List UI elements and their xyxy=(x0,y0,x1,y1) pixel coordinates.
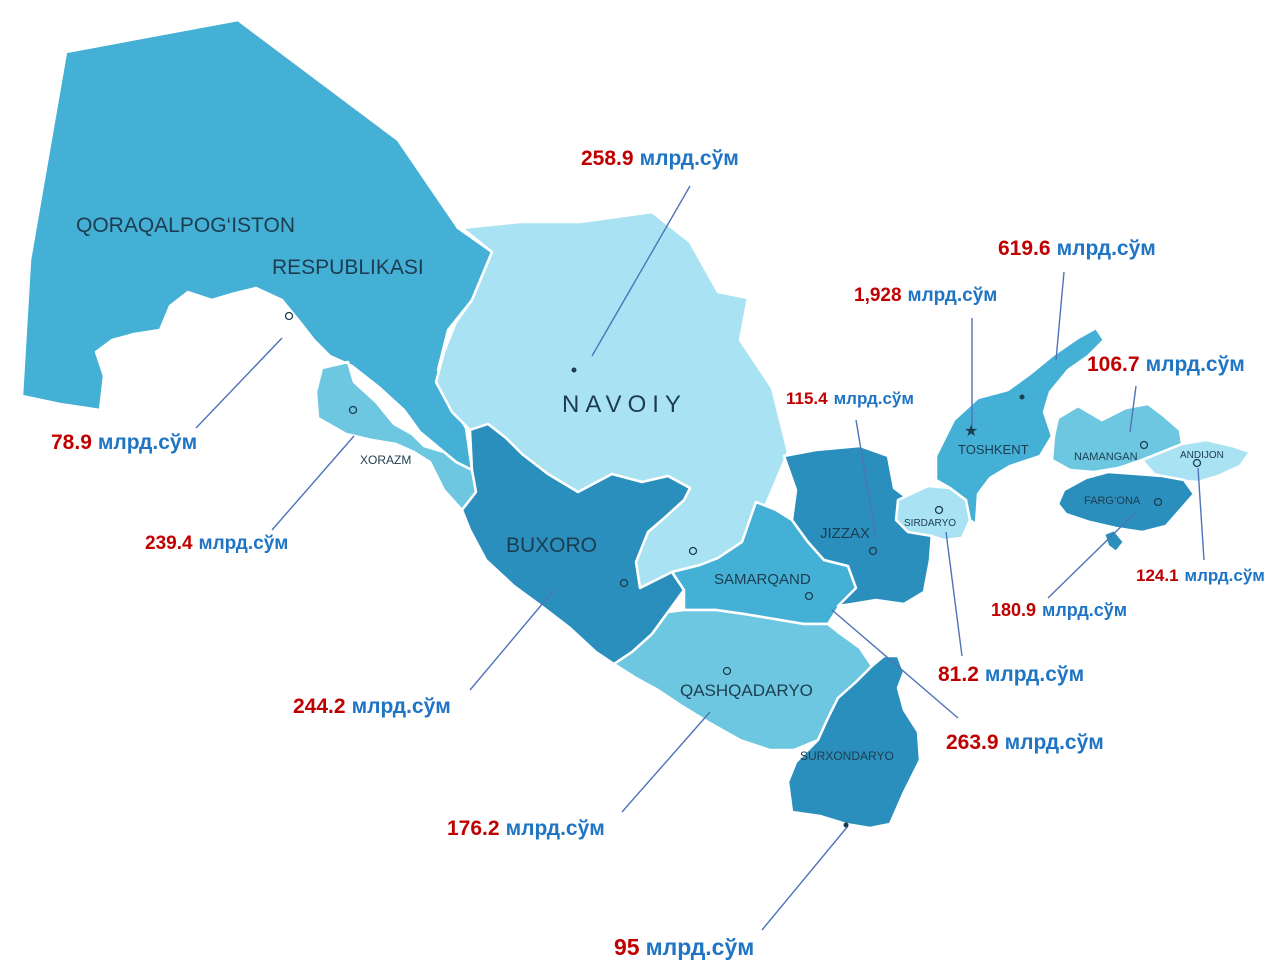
name-toshkent: TOSHKENT xyxy=(958,442,1029,457)
unit-samarqand: млрд.сўм xyxy=(1004,731,1104,754)
leader-sirdaryo xyxy=(945,531,963,657)
name-andijon: ANDIJON xyxy=(1180,450,1224,461)
leader-fargona xyxy=(1047,513,1135,599)
marker-toshkent-viloyati xyxy=(1019,394,1025,400)
leader-toshkent-viloyati xyxy=(1055,271,1065,361)
leader-surxondaryo xyxy=(761,825,849,931)
marker-urganch xyxy=(348,405,358,415)
unit-fargona: млрд.сўм xyxy=(1042,600,1128,620)
marker-nukus xyxy=(284,311,294,321)
unit-surxondaryo: млрд.сўм xyxy=(645,934,755,960)
name-navoiy: NAVOIY xyxy=(562,391,687,418)
leader-lines xyxy=(195,185,1205,931)
value-qoraqalpogiston: 78.9 xyxy=(51,431,92,454)
value-samarqand: 263.9 xyxy=(946,731,999,754)
unit-toshkent-viloyati: млрд.сўм xyxy=(1056,237,1156,260)
marker-samarqand xyxy=(804,591,814,601)
name-namangan: NAMANGAN xyxy=(1074,451,1138,463)
unit-andijon: млрд.сўм xyxy=(1184,566,1265,585)
name-fargona: FARG‘ONA xyxy=(1084,495,1141,507)
leader-namangan xyxy=(1129,385,1137,433)
name-sirdaryo: SIRDARYO xyxy=(904,518,956,529)
value-label-jizzax: 115.4 млрд.сўм xyxy=(786,390,914,407)
value-fargona: 180.9 xyxy=(991,600,1037,620)
unit-sirdaryo: млрд.сўм xyxy=(984,663,1085,686)
leader-qoraqalpogiston xyxy=(195,337,283,429)
region-sirdaryo[interactable] xyxy=(894,484,972,542)
unit-xorazm: млрд.сўм xyxy=(198,533,289,554)
value-navoiy: 258.9 xyxy=(581,147,634,170)
marker-navoiy xyxy=(571,367,577,373)
unit-toshkent: млрд.сўм xyxy=(907,285,998,306)
marker-jizzax xyxy=(868,546,878,556)
leader-samarqand xyxy=(831,609,959,719)
unit-navoiy: млрд.сўм xyxy=(639,147,739,170)
value-buxoro: 244.2 xyxy=(293,695,346,718)
name-qashqadaryo: QASHQADARYO xyxy=(680,681,813,700)
city-markers: ★ xyxy=(284,311,1202,828)
leader-buxoro xyxy=(469,589,555,691)
region-fargona-exclave xyxy=(1102,528,1126,554)
value-toshkent: 1,928 xyxy=(854,285,902,306)
value-jizzax: 115.4 xyxy=(786,389,828,408)
unit-buxoro: млрд.сўм xyxy=(351,695,451,718)
leader-jizzax xyxy=(855,419,877,539)
region-fargona[interactable] xyxy=(1056,470,1196,534)
region-qoraqalpogiston[interactable] xyxy=(20,18,494,472)
leader-xorazm xyxy=(271,435,355,531)
name-samarqand: SAMARQAND xyxy=(714,571,811,588)
unit-jizzax: млрд.сўм xyxy=(833,389,914,408)
value-qashqadaryo: 176.2 xyxy=(447,817,500,840)
value-andijon: 124.1 xyxy=(1136,566,1179,585)
value-namangan: 106.7 xyxy=(1087,353,1140,376)
unit-qashqadaryo: млрд.сўм xyxy=(505,817,605,840)
value-xorazm: 239.4 xyxy=(145,533,193,554)
name-jizzax: JIZZAX xyxy=(820,525,870,542)
leader-navoiy xyxy=(591,185,691,357)
marker-andijon xyxy=(1192,458,1202,468)
marker-navoiy-city xyxy=(688,546,698,556)
name-qoraqalpogiston-1: QORAQALPOG‘ISTON xyxy=(76,214,295,237)
name-surxondaryo: SURXONDARYO xyxy=(800,749,894,763)
marker-guliston xyxy=(934,505,944,515)
value-label-andijon: 124.1 млрд.сўм xyxy=(1136,567,1265,584)
capital-star-icon: ★ xyxy=(964,421,978,440)
marker-namangan xyxy=(1139,440,1149,450)
leader-qashqadaryo xyxy=(621,711,711,813)
name-qoraqalpogiston-2: RESPUBLIKASI xyxy=(272,256,424,279)
region-surxondaryo[interactable] xyxy=(786,654,922,830)
region-jizzax[interactable] xyxy=(782,444,934,608)
region-toshkent-viloyati[interactable] xyxy=(934,326,1106,526)
unit-namangan: млрд.сўм xyxy=(1145,353,1245,376)
name-buxoro: BUXORO xyxy=(506,534,597,557)
leader-andijon xyxy=(1197,467,1205,561)
marker-termiz xyxy=(843,822,849,828)
value-sirdaryo: 81.2 xyxy=(938,663,979,686)
value-toshkent-viloyati: 619.6 xyxy=(998,237,1051,260)
region-names: QORAQALPOG‘ISTON RESPUBLIKASI NAVOIY XOR… xyxy=(76,214,1224,763)
marker-buxoro xyxy=(619,578,629,588)
name-xorazm: XORAZM xyxy=(360,453,411,467)
value-surxondaryo: 95 xyxy=(614,934,640,960)
marker-fargona xyxy=(1153,497,1163,507)
marker-qarshi xyxy=(722,666,732,676)
unit-qoraqalpogiston: млрд.сўм xyxy=(97,431,198,454)
